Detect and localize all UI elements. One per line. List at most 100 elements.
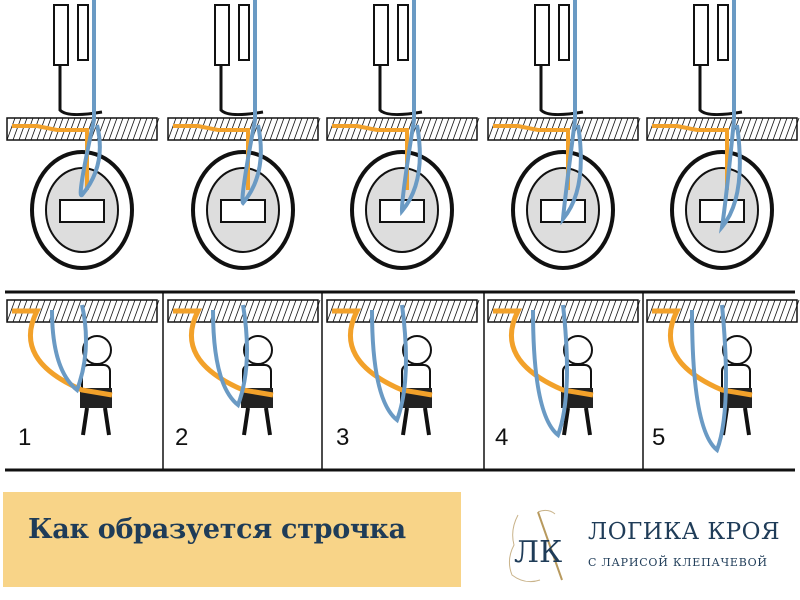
fabric-hatch: [470, 117, 480, 141]
fabric-hatch: [416, 299, 426, 323]
fabric-hatch: [547, 299, 557, 323]
fabric-hatch: [458, 299, 468, 323]
fabric-hatch: [754, 117, 764, 141]
fabric-hatch: [577, 299, 587, 323]
fabric-hatch: [452, 117, 462, 141]
fabric-hatch: [778, 299, 788, 323]
fabric-hatch: [464, 117, 474, 141]
fabric-hatch: [553, 299, 563, 323]
boy-legs-5: [721, 407, 751, 436]
fabric-hatch: [505, 117, 515, 141]
fabric-hatch: [179, 117, 189, 141]
fabric-hatch: [185, 117, 195, 141]
fabric-hatch: [263, 299, 273, 323]
fabric-hatch: [6, 117, 16, 141]
fabric-hatch: [541, 299, 551, 323]
fabric-hatch: [30, 117, 40, 141]
fabric-hatch: [440, 117, 450, 141]
needle-monogram-icon: ЛК: [508, 509, 563, 583]
fabric-hatch: [571, 299, 581, 323]
stitch-formation-illustration: [5, 0, 800, 472]
needle-bar-2: [214, 4, 230, 66]
fabric-hatch: [36, 299, 46, 323]
fabric-hatch: [625, 299, 635, 323]
needle-bar-3: [373, 4, 389, 66]
fabric-hatch: [138, 299, 148, 323]
fabric-hatch: [167, 299, 177, 323]
fabric-hatch: [446, 299, 456, 323]
fabric-hatch: [631, 299, 641, 323]
fabric-hatch: [126, 117, 136, 141]
fabric-hatch: [517, 117, 527, 141]
brand-logo: ЛК ЛОГИКА КРОЯ С ЛАРИСОЙ КЛЕПАЧЕВОЙ: [500, 500, 800, 590]
fabric-hatch: [191, 117, 201, 141]
fabric-hatch: [595, 117, 605, 141]
title-banner: Как образуется строчка: [3, 492, 461, 587]
fabric-hatch: [332, 117, 342, 141]
fabric-hatch: [523, 299, 533, 323]
fabric-hatch: [263, 117, 273, 141]
fabric-hatch: [108, 117, 118, 141]
fabric-hatch: [132, 117, 142, 141]
fabric-hatch: [72, 299, 82, 323]
fabric-hatch: [706, 299, 716, 323]
fabric-hatch: [434, 117, 444, 141]
fabric-hatch: [167, 117, 177, 141]
fabric-hatch: [778, 117, 788, 141]
step-number-5: 5: [652, 424, 666, 451]
fabric-hatch: [42, 299, 52, 323]
fabric-hatch: [607, 299, 617, 323]
fabric-hatch: [434, 299, 444, 323]
fabric-hatch: [631, 117, 641, 141]
lower-thread-bottom-4: [493, 308, 594, 398]
fabric-hatch: [736, 299, 746, 323]
fabric-hatch: [275, 117, 285, 141]
fabric-hatch: [96, 299, 106, 323]
needle-bar-1: [53, 4, 69, 66]
fabric-hatch: [281, 299, 291, 323]
fabric-hatch: [132, 299, 142, 323]
fabric-hatch: [227, 299, 237, 323]
fabric-hatch: [790, 117, 800, 141]
fabric-hatch: [287, 117, 297, 141]
needle-clamp-5: [717, 4, 729, 61]
fabric-hatch: [299, 299, 309, 323]
fabric-hatch: [326, 117, 336, 141]
fabric-hatch: [428, 117, 438, 141]
fabric-hatch: [422, 117, 432, 141]
fabric-hatch: [487, 117, 497, 141]
fabric-hatch: [60, 299, 70, 323]
fabric-hatch: [601, 117, 611, 141]
fabric-hatch: [392, 299, 402, 323]
fabric-hatch: [760, 117, 770, 141]
fabric-hatch: [676, 299, 686, 323]
fabric-hatch: [766, 299, 776, 323]
fabric-hatch: [114, 117, 124, 141]
fabric-hatch: [326, 299, 336, 323]
fabric-hatch: [535, 299, 545, 323]
fabric-hatch: [150, 299, 160, 323]
fabric-hatch: [772, 299, 782, 323]
fabric-hatch: [287, 299, 297, 323]
step-number-3: 3: [336, 424, 350, 451]
fabric-hatch: [108, 299, 118, 323]
fabric-hatch: [601, 299, 611, 323]
fabric-hatch: [682, 299, 692, 323]
boy-legs-3: [401, 407, 431, 436]
step-number-2: 2: [175, 424, 189, 451]
logo-monogram: ЛК: [514, 535, 562, 570]
fabric-hatch: [760, 299, 770, 323]
fabric-hatch: [470, 299, 480, 323]
fabric-hatch: [386, 299, 396, 323]
fabric-hatch: [36, 117, 46, 141]
fabric-hatch: [102, 117, 112, 141]
fabric-hatch: [257, 299, 267, 323]
fabric-hatch: [664, 117, 674, 141]
needle-bar-5: [693, 4, 709, 66]
fabric-hatch: [589, 299, 599, 323]
fabric-hatch: [446, 117, 456, 141]
upper-thread-bottom-2: [211, 304, 249, 409]
bobbin-latch-1: [59, 199, 105, 223]
fabric-hatch: [269, 117, 279, 141]
fabric-hatch: [565, 299, 575, 323]
